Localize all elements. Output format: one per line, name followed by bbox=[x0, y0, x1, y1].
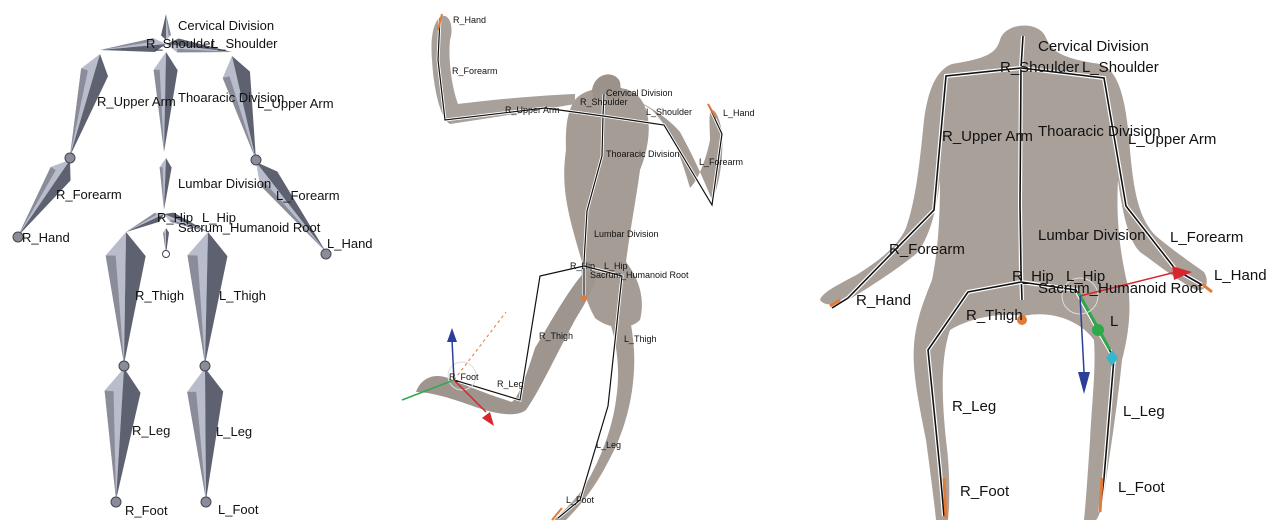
label-l-upper-arm: L_Upper Arm bbox=[257, 97, 334, 110]
mid-label-thoracic-division: Thoaracic Division bbox=[606, 150, 680, 159]
mid-label-l-forearm: L_Forearm bbox=[699, 158, 743, 167]
label-sacrum-humanoid-root: Sacrum_Humanoid Root bbox=[178, 221, 320, 234]
right-label-l-leg: L_Leg bbox=[1123, 404, 1165, 419]
label-l-foot: L_Foot bbox=[218, 503, 258, 516]
right-label-l-partial: L bbox=[1110, 314, 1118, 329]
label-r-foot: R_Foot bbox=[125, 504, 168, 517]
label-r-leg: R_Leg bbox=[132, 424, 170, 437]
bone-joint-sphere bbox=[200, 361, 210, 371]
bone-group bbox=[13, 14, 331, 507]
mid-label-l-shoulder: L_Shoulder bbox=[646, 108, 692, 117]
mid-label-l-foot: L_Foot bbox=[566, 496, 594, 505]
bone-joint-sphere bbox=[65, 153, 75, 163]
mid-dashed-guide bbox=[454, 312, 506, 380]
seated-mesh-panel: Cervical Division R_Shoulder L_Shoulder … bbox=[800, 0, 1278, 522]
right-label-l-forearm: L_Forearm bbox=[1170, 230, 1243, 245]
mid-label-r-leg: R_Leg bbox=[497, 380, 524, 389]
mid-label-r-shoulder: R_Shoulder bbox=[580, 98, 628, 107]
label-l-forearm: L_Forearm bbox=[276, 189, 340, 202]
label-l-thigh: L_Thigh bbox=[219, 289, 266, 302]
label-r-upper-arm: R_Upper Arm bbox=[97, 95, 176, 108]
mid-label-r-foot: R_Foot bbox=[449, 373, 479, 382]
bone-joint-sphere bbox=[163, 251, 170, 258]
right-label-r-thigh: R_Thigh bbox=[966, 308, 1023, 323]
mid-label-r-upper-arm: R_Upper Arm bbox=[505, 106, 560, 115]
mid-label-r-thigh: R_Thigh bbox=[539, 332, 573, 341]
mid-gizmo-red-arrow bbox=[482, 412, 494, 426]
right-label-l-upper-arm: L_Upper Arm bbox=[1128, 132, 1216, 147]
label-lumbar-division: Lumbar Division bbox=[178, 177, 271, 190]
label-cervical-division: Cervical Division bbox=[178, 19, 274, 32]
bone-joint-sphere bbox=[201, 497, 211, 507]
mid-gizmo-blue-arrow bbox=[447, 328, 457, 342]
label-r-thigh: R_Thigh bbox=[135, 289, 184, 302]
right-label-r-foot: R_Foot bbox=[960, 484, 1009, 499]
right-label-sacrum-humanoid-root: Sacrum_Humanoid Root bbox=[1038, 281, 1202, 296]
label-r-shoulder: R_Shoulder bbox=[146, 37, 215, 50]
right-label-r-forearm: R_Forearm bbox=[889, 242, 965, 257]
bone-joint-sphere bbox=[251, 155, 261, 165]
label-r-hand: R_Hand bbox=[22, 231, 70, 244]
armature-bones-panel: Cervical Division R_Shoulder L_Shoulder … bbox=[0, 0, 380, 522]
label-l-hand: L_Hand bbox=[327, 237, 373, 250]
label-r-forearm: R_Forearm bbox=[56, 188, 122, 201]
mesh-right-leg bbox=[416, 270, 596, 414]
right-label-lumbar-division: Lumbar Division bbox=[1038, 228, 1146, 243]
mid-label-l-leg: L_Leg bbox=[596, 441, 621, 450]
mid-label-l-thigh: L_Thigh bbox=[624, 335, 657, 344]
label-l-leg: L_Leg bbox=[216, 425, 252, 438]
right-label-cervical-division: Cervical Division bbox=[1038, 39, 1149, 54]
right-orange-foot-r bbox=[944, 478, 946, 518]
right-label-l-hand: L_Hand bbox=[1214, 268, 1267, 283]
mid-label-sacrum-humanoid-root: Sacrum_Humanoid Root bbox=[590, 271, 689, 280]
right-label-l-foot: L_Foot bbox=[1118, 480, 1165, 495]
bone-joint-sphere bbox=[111, 497, 121, 507]
right-label-r-shoulder: R_Shoulder bbox=[1000, 60, 1079, 75]
right-gizmo-blue-arrow bbox=[1078, 372, 1090, 394]
mid-root-joint bbox=[581, 295, 587, 301]
right-green-joint bbox=[1092, 324, 1104, 336]
right-label-r-upper-arm: R_Upper Arm bbox=[942, 129, 1033, 144]
right-label-r-leg: R_Leg bbox=[952, 399, 996, 414]
right-label-r-hand: R_Hand bbox=[856, 293, 911, 308]
mid-label-l-hand: L_Hand bbox=[723, 109, 755, 118]
right-label-l-shoulder: L_Shoulder bbox=[1082, 60, 1159, 75]
seated-mesh-drawing bbox=[800, 0, 1278, 522]
mid-label-r-forearm: R_Forearm bbox=[452, 67, 498, 76]
label-l-shoulder: L_Shoulder bbox=[211, 37, 278, 50]
bone-joint-sphere bbox=[119, 361, 129, 371]
right-orange-foot-l bbox=[1100, 478, 1102, 512]
posed-mesh-panel: R_Hand R_Forearm Cervical Division R_Upp… bbox=[390, 0, 790, 522]
armature-bones-drawing bbox=[0, 0, 380, 522]
mid-label-lumbar-division: Lumbar Division bbox=[594, 230, 659, 239]
mid-label-r-hand: R_Hand bbox=[453, 16, 486, 25]
